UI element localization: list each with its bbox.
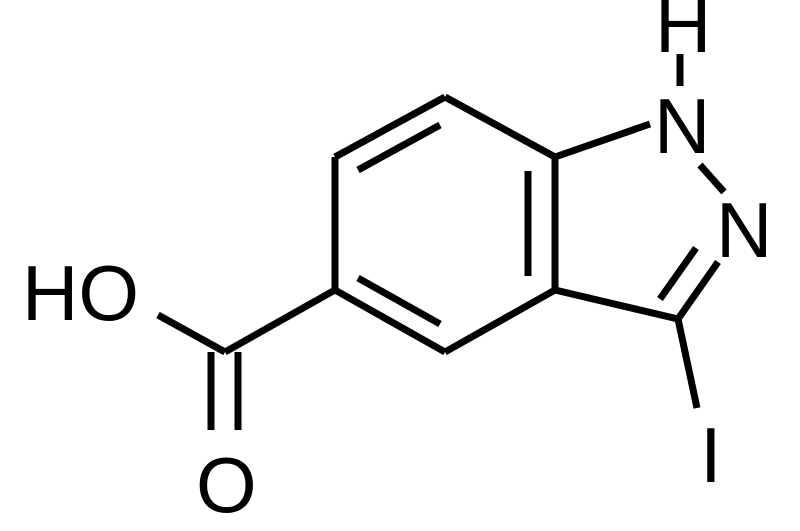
bond-c3-c3a <box>554 286 679 323</box>
atom-hydroxyl-label: HO <box>22 249 139 337</box>
bond-c4-c3a <box>443 286 557 356</box>
bond-n2-c3 <box>675 259 721 322</box>
bond-c7a-c7 <box>443 93 557 161</box>
bond-c5-carboxyl <box>223 286 337 356</box>
bond-n2-c3-inner <box>657 245 699 302</box>
atom-n2-label: N <box>716 186 772 274</box>
bond-c7-c6 <box>333 93 447 161</box>
bond-c3-i <box>674 318 701 409</box>
atom-carbonyl-o-label: O <box>196 441 257 529</box>
atom-iodine-label: I <box>700 411 722 499</box>
bond-carboxyl-oh <box>156 311 227 356</box>
bond-inner-c7-c6 <box>356 121 442 174</box>
bond-c5-c4 <box>333 286 447 356</box>
bond-c7a-n1 <box>553 120 652 161</box>
atom-h-label: H <box>655 0 711 69</box>
bond-inner-c5-c4 <box>356 274 442 328</box>
bond-n1-n2 <box>697 162 727 195</box>
atom-n1-label: N <box>654 82 710 170</box>
